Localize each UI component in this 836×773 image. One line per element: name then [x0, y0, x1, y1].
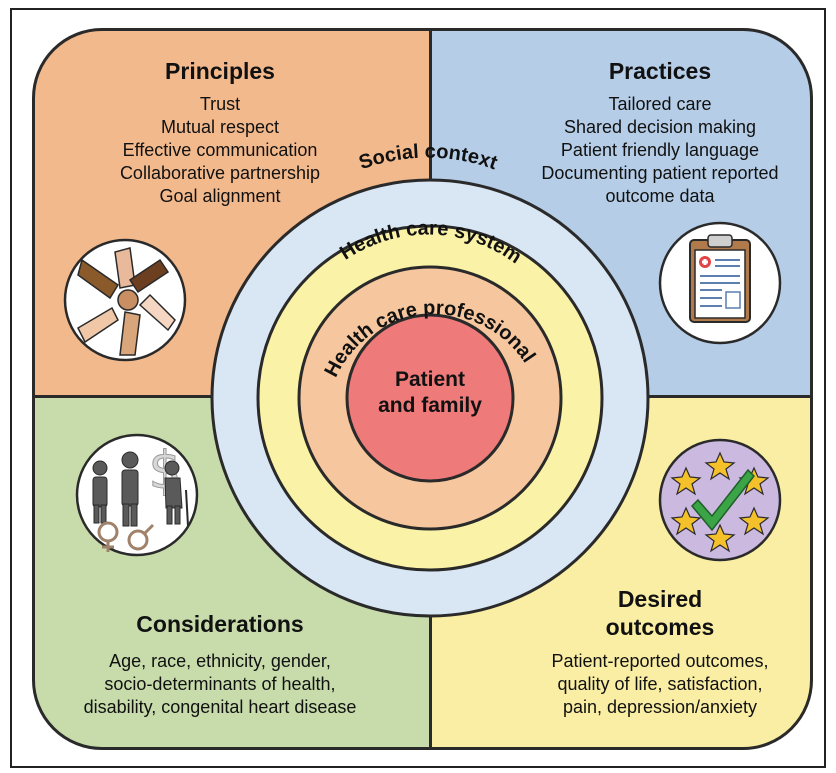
principles-item: Trust	[199, 94, 241, 114]
clipboard-icon	[658, 221, 782, 345]
considerations-list: Age, race, ethnicity, gender, socio-dete…	[45, 650, 395, 719]
outcomes-item: quality of life, satisfaction,	[557, 674, 763, 694]
outcomes-title-line2: outcomes	[605, 614, 715, 640]
center-label-line2: and family	[378, 394, 482, 417]
considerations-title: Considerations	[136, 611, 304, 637]
principles-item: Collaborative partnership	[119, 163, 321, 183]
practices-item: Shared decision making	[563, 117, 757, 137]
outcomes-item: pain, depression/anxiety	[562, 697, 758, 717]
practices-item: Tailored care	[608, 94, 712, 114]
principles-item: Goal alignment	[159, 186, 281, 206]
considerations-item: socio-determinants of health,	[104, 674, 336, 694]
outcomes-title: Desired outcomes	[560, 585, 760, 641]
practices-item: outcome data	[605, 186, 715, 206]
social-context-label: Social context	[356, 141, 500, 175]
stars-checkmark-icon	[658, 438, 782, 562]
principles-list: Trust Mutual respect Effective communica…	[60, 93, 380, 208]
people-diversity-icon: $	[75, 433, 199, 557]
principles-item: Mutual respect	[160, 117, 280, 137]
outcomes-title-line1: Desired	[617, 586, 703, 612]
practices-list: Tailored care Shared decision making Pat…	[510, 93, 810, 208]
center-label-line1: Patient	[395, 368, 465, 391]
outcomes-item: Patient-reported outcomes,	[551, 651, 769, 671]
considerations-item: Age, race, ethnicity, gender,	[109, 651, 331, 671]
principles-item: Effective communication	[122, 140, 318, 160]
practices-title: Practices	[608, 58, 712, 84]
principles-title: Principles	[165, 58, 275, 84]
practices-item: Patient friendly language	[560, 140, 760, 160]
outcomes-list: Patient-reported outcomes, quality of li…	[500, 650, 820, 719]
hands-circle-icon	[63, 238, 187, 362]
practices-item: Documenting patient reported	[541, 163, 779, 183]
considerations-item: disability, congenital heart disease	[83, 697, 357, 717]
patient-family-center	[345, 313, 515, 483]
